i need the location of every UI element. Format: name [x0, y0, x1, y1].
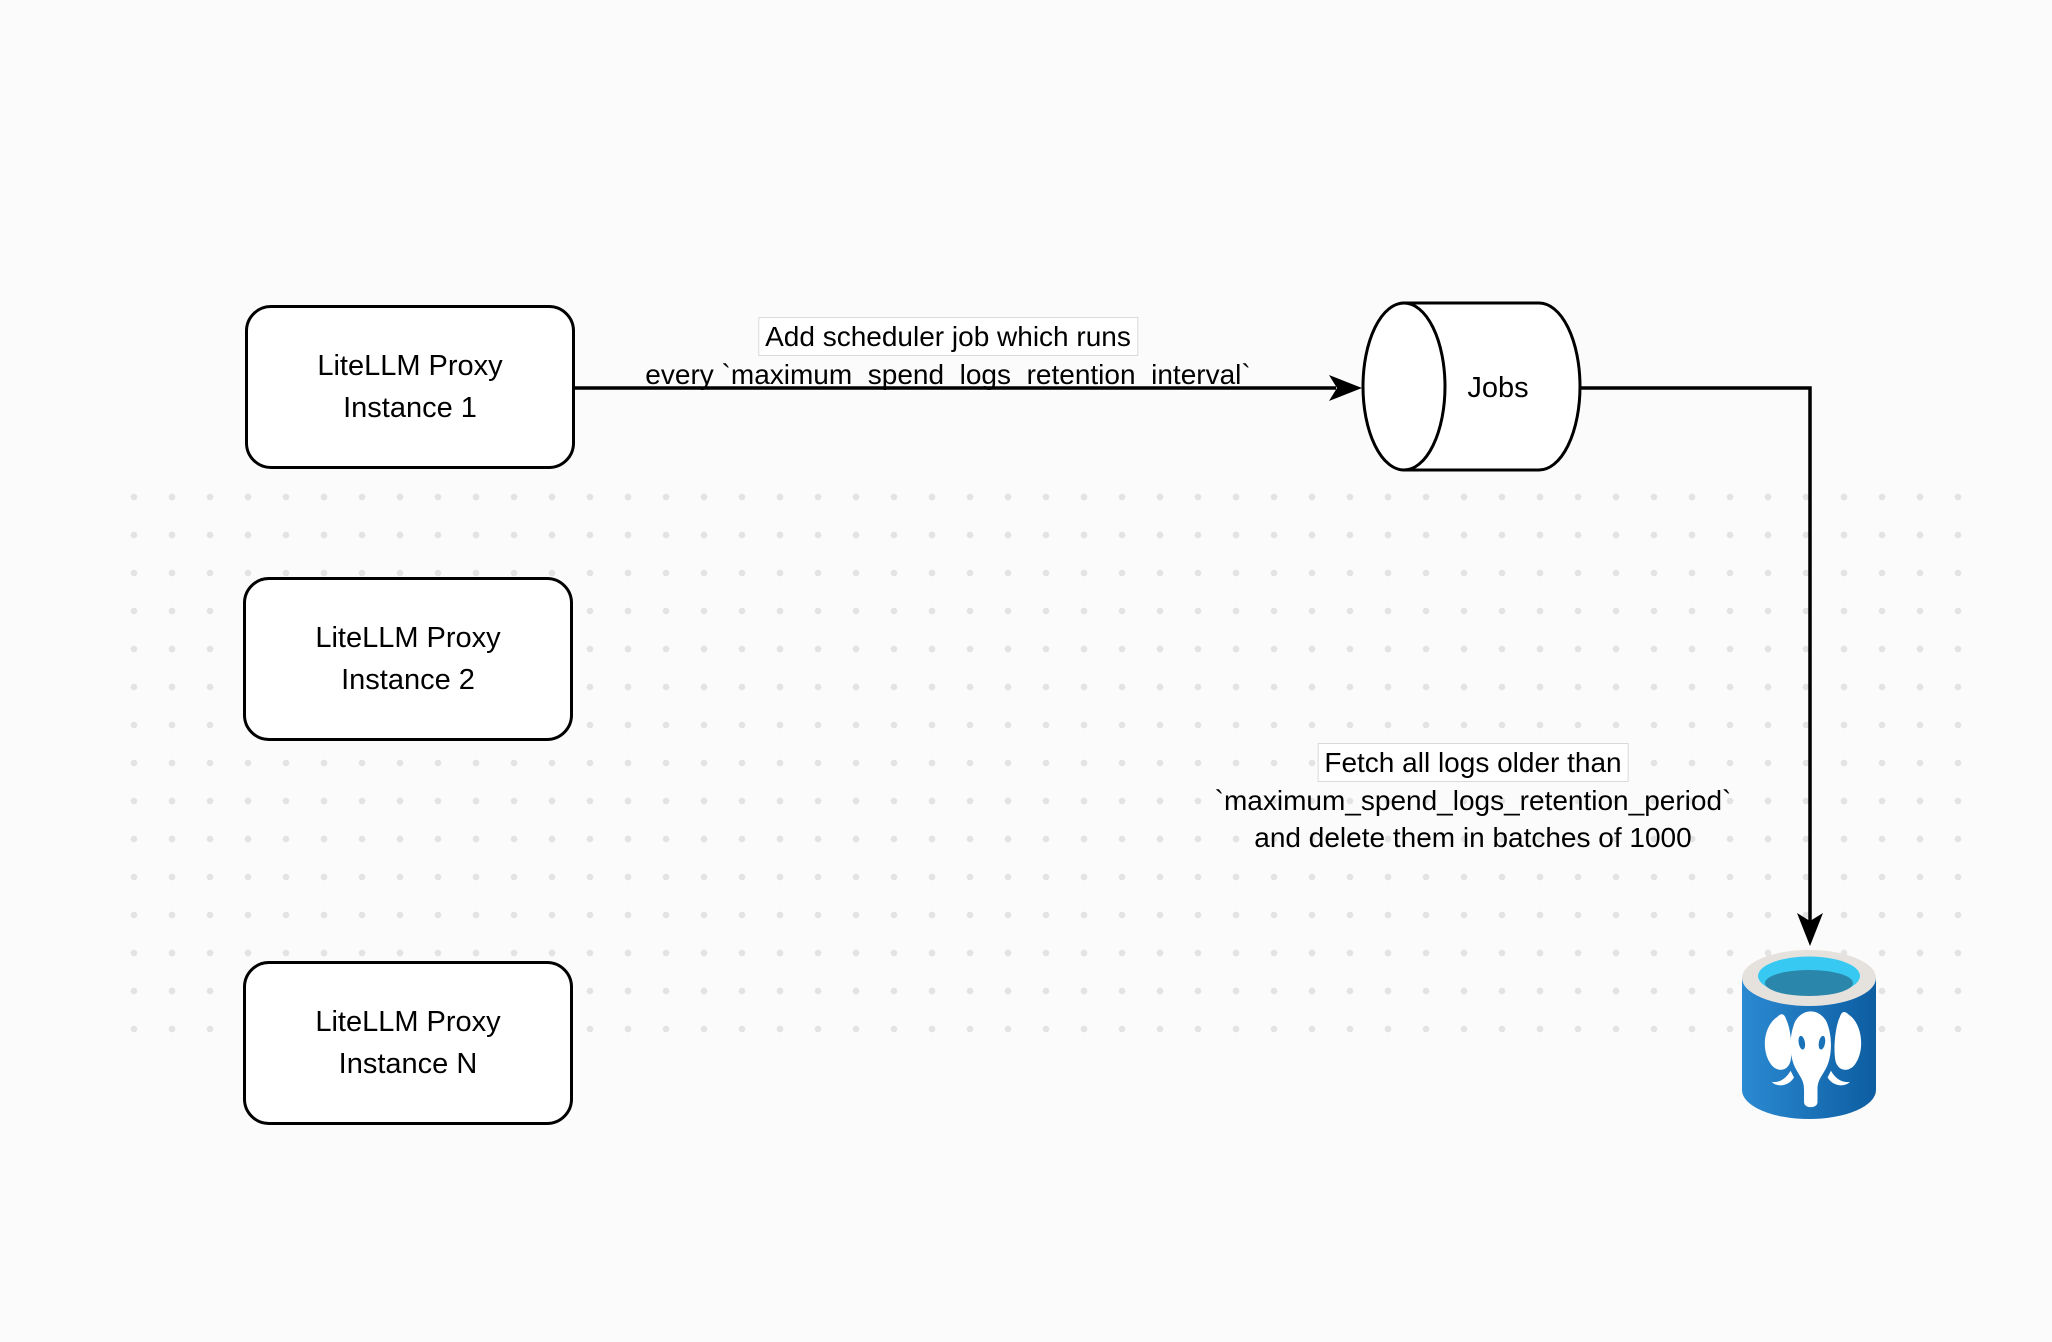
node-litellm-proxy-instance-2: LiteLLM Proxy Instance 2: [243, 577, 573, 741]
scheduler-edge-arrow: [575, 375, 1362, 401]
node-litellm-proxy-instance-n: LiteLLM Proxy Instance N: [243, 961, 573, 1125]
grid-dots-background: [115, 478, 1977, 1048]
scheduler-edge-label-line1: Add scheduler job which runs: [758, 317, 1138, 356]
fetch-edge-label-line1: Fetch all logs older than: [1317, 743, 1629, 782]
scheduler-edge-label-line2: every `maximum_spend_logs_retention_inte…: [645, 359, 1251, 390]
node-litellm-proxy-instance-n-label: LiteLLM Proxy Instance N: [315, 1006, 501, 1080]
node-litellm-proxy-instance-1-label: LiteLLM Proxy Instance 1: [317, 350, 503, 424]
scheduler-edge-label: Add scheduler job which runs every `maxi…: [645, 317, 1251, 393]
fetch-edge-label: Fetch all logs older than `maximum_spend…: [1214, 743, 1732, 856]
node-jobs-label: Jobs: [1467, 372, 1529, 404]
postgresql-database-icon: [1742, 950, 1876, 1119]
node-litellm-proxy-instance-2-label: LiteLLM Proxy Instance 2: [315, 622, 501, 696]
node-litellm-proxy-instance-1: LiteLLM Proxy Instance 1: [245, 305, 575, 469]
fetch-edge-label-line3: and delete them in batches of 1000: [1254, 822, 1692, 853]
fetch-edge-arrow: [1580, 386, 1823, 946]
fetch-edge-label-line2: `maximum_spend_logs_retention_period`: [1214, 785, 1732, 816]
jobs-datastore-shape: [1361, 301, 1582, 472]
postgres-elephant-glyph: [1764, 1011, 1862, 1108]
